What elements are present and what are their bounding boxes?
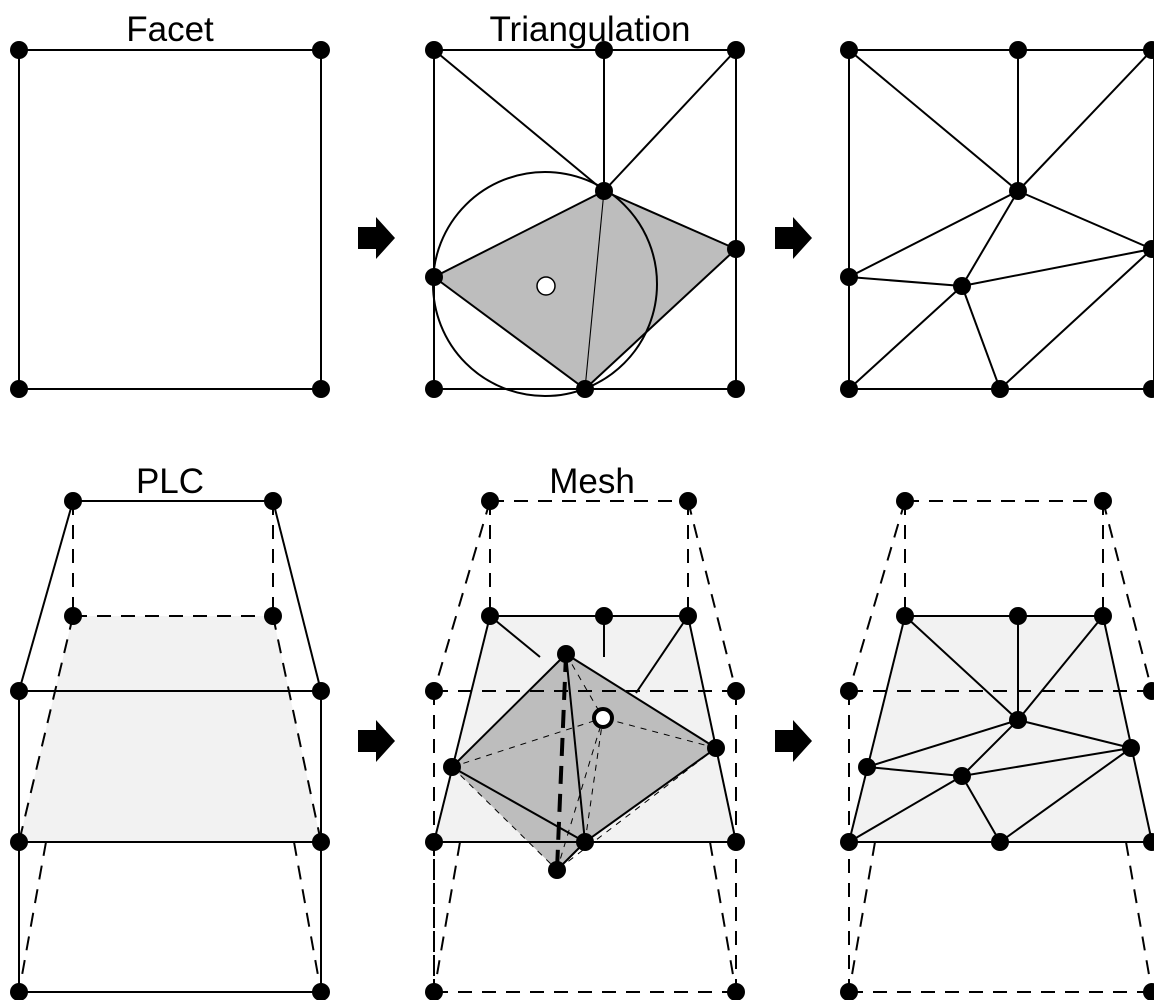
mesh-vertex bbox=[679, 492, 697, 510]
panel-mesh: Mesh bbox=[425, 462, 745, 1000]
mesh-vertex bbox=[576, 833, 594, 851]
arrow-right-icon bbox=[358, 720, 395, 762]
refined-mesh-vertex bbox=[1094, 607, 1112, 625]
circumcenter-marker bbox=[536, 276, 556, 296]
mesh-label: Mesh bbox=[549, 462, 635, 501]
plc-vertex bbox=[264, 492, 282, 510]
mesh-vertex bbox=[481, 492, 499, 510]
plc-vertex bbox=[10, 833, 28, 851]
mesh-vertex bbox=[425, 983, 443, 1000]
refined-mesh-vertex bbox=[991, 833, 1009, 851]
refined-vertex bbox=[840, 41, 858, 59]
refined-vertex bbox=[991, 380, 1009, 398]
refined-vertex bbox=[1143, 41, 1154, 59]
refined-vertex bbox=[840, 268, 858, 286]
mesh-vertex bbox=[595, 607, 613, 625]
plc-vertex bbox=[264, 607, 282, 625]
plc-label: PLC bbox=[136, 462, 204, 501]
triangulation-vertex bbox=[595, 41, 613, 59]
refined-mesh-vertex bbox=[896, 607, 914, 625]
mesh-vertex bbox=[425, 833, 443, 851]
refined-mesh-vertex bbox=[1009, 607, 1027, 625]
panel-plc: PLC bbox=[10, 462, 330, 1000]
arrow-right-icon bbox=[358, 217, 395, 259]
plc-solid-edges bbox=[18, 500, 322, 993]
triangulation-vertex bbox=[727, 41, 745, 59]
refined-mesh-vertex bbox=[858, 758, 876, 776]
plc-vertex bbox=[10, 983, 28, 1000]
panel-refined-mesh bbox=[840, 492, 1154, 1000]
mesh-vertex bbox=[443, 758, 461, 776]
arrow-right-icon bbox=[775, 217, 812, 259]
circumsphere-center-marker bbox=[592, 707, 614, 729]
mesh-vertex bbox=[707, 739, 725, 757]
mesh-vertex bbox=[548, 861, 566, 879]
refined-edges bbox=[848, 49, 1153, 390]
mesh-vertex bbox=[425, 682, 443, 700]
arrow-right-icon bbox=[775, 720, 812, 762]
refined-mesh-shaded-facet bbox=[849, 616, 1152, 842]
facet-label: Facet bbox=[126, 10, 214, 49]
plc-vertex bbox=[312, 983, 330, 1000]
mesh-vertex bbox=[557, 645, 575, 663]
mesh-vertex bbox=[481, 607, 499, 625]
plc-vertex bbox=[10, 682, 28, 700]
triangulation-vertex bbox=[425, 380, 443, 398]
panel-triangulation: Triangulation bbox=[425, 10, 745, 398]
plc-hidden-edges bbox=[18, 501, 322, 993]
refined-mesh-edges bbox=[848, 615, 1153, 843]
triangulation-vertex bbox=[727, 380, 745, 398]
triangulation-label: Triangulation bbox=[489, 10, 690, 49]
panel-facet: Facet bbox=[10, 10, 330, 398]
refined-mesh-vertex bbox=[1122, 739, 1140, 757]
refined-mesh-vertex bbox=[953, 767, 971, 785]
facet-vertex bbox=[312, 41, 330, 59]
facet-vertex bbox=[312, 380, 330, 398]
panel-refined-triangulation bbox=[840, 41, 1154, 398]
mesh-tetra-edges bbox=[451, 653, 717, 871]
refined-mesh-vertex bbox=[840, 983, 858, 1000]
triangulation-vertex bbox=[727, 240, 745, 258]
refined-mesh-dashed-edges bbox=[848, 500, 1153, 993]
mesh-tetra-lower-face bbox=[452, 767, 585, 870]
refined-mesh-vertex bbox=[840, 833, 858, 851]
plc-vertex bbox=[312, 682, 330, 700]
refined-mesh-vertex bbox=[1143, 983, 1154, 1000]
refined-vertex bbox=[953, 277, 971, 295]
refined-vertex bbox=[1143, 240, 1154, 258]
refined-vertex bbox=[1143, 380, 1154, 398]
refined-mesh-vertex bbox=[1094, 492, 1112, 510]
refined-vertex bbox=[840, 380, 858, 398]
refined-mesh-vertex bbox=[1143, 682, 1154, 700]
triangulation-vertex bbox=[425, 41, 443, 59]
plc-shaded-facet bbox=[19, 616, 321, 842]
mesh-vertex bbox=[727, 833, 745, 851]
flipped-quad-highlight bbox=[434, 191, 736, 389]
triangulation-vertex bbox=[576, 380, 594, 398]
refined-mesh-vertex bbox=[1009, 711, 1027, 729]
facet-vertex bbox=[10, 380, 28, 398]
refined-vertex bbox=[1009, 182, 1027, 200]
mesh-vertex bbox=[727, 983, 745, 1000]
mesh-vertex bbox=[679, 607, 697, 625]
refined-mesh-vertex bbox=[1143, 833, 1154, 851]
refined-vertex bbox=[1009, 41, 1027, 59]
plc-vertex bbox=[64, 607, 82, 625]
refined-mesh-vertex bbox=[840, 682, 858, 700]
plc-vertex bbox=[64, 492, 82, 510]
plc-vertex bbox=[312, 833, 330, 851]
refined-mesh-vertex bbox=[896, 492, 914, 510]
facet-vertex bbox=[10, 41, 28, 59]
triangulation-vertex bbox=[595, 182, 613, 200]
mesh-vertex bbox=[727, 682, 745, 700]
facet-square bbox=[18, 49, 322, 390]
triangulation-vertex bbox=[425, 268, 443, 286]
triangulation-edges bbox=[433, 49, 737, 390]
